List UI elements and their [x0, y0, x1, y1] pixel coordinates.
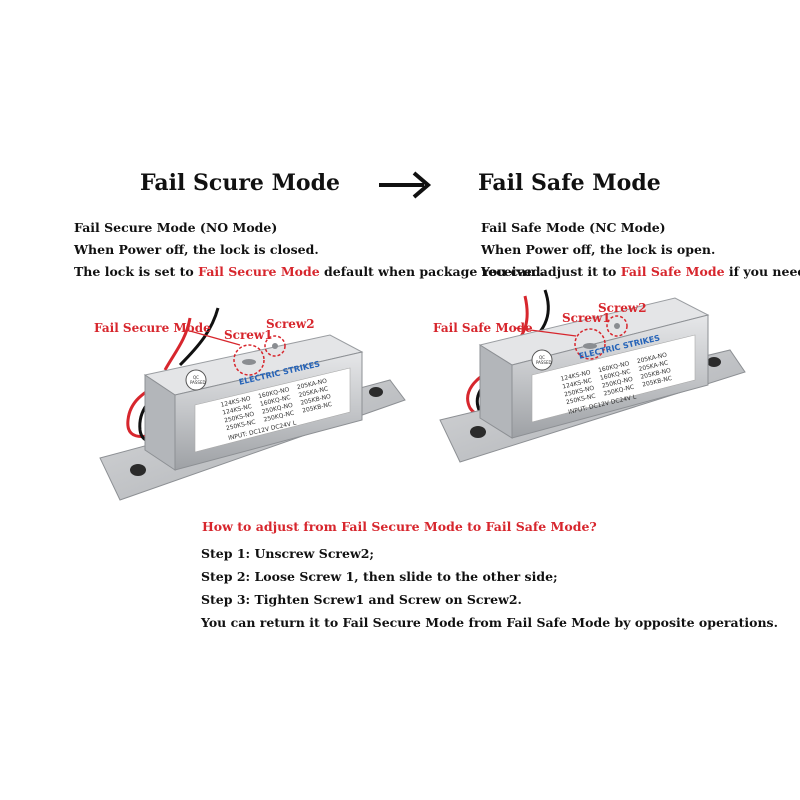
step-1: Step 1: Unscrew Screw2; — [201, 546, 375, 561]
left-qc-text: QC PASSED — [190, 375, 206, 385]
right-screw1-highlight — [574, 328, 606, 360]
right-qc-badge — [531, 349, 553, 371]
right-lock-device — [439, 289, 746, 463]
left-line-1: Fail Secure Mode (NO Mode) — [74, 220, 278, 235]
right-line-3: You can adjust it to Fail Safe Mode if y… — [481, 264, 800, 279]
step-3: Step 3: Tighten Screw1 and Screw on Scre… — [201, 592, 522, 607]
left-line-2: When Power off, the lock is closed. — [74, 242, 319, 257]
right-screw1 — [583, 343, 597, 349]
left-screw2-highlight — [264, 335, 286, 357]
right-arrow-icon — [376, 168, 436, 202]
right-title: Fail Safe Mode — [478, 170, 661, 196]
right-screw2-label: Screw2 — [598, 301, 647, 315]
left-screw1 — [242, 359, 256, 365]
left-screw1-highlight — [233, 344, 265, 376]
right-line-1: Fail Safe Mode (NC Mode) — [481, 220, 666, 235]
left-qc-badge — [185, 369, 207, 391]
steps-list: Step 1: Unscrew Screw2; Step 2: Loose Sc… — [201, 542, 778, 634]
adjust-question: How to adjust from Fail Secure Mode to F… — [202, 519, 597, 534]
left-screw1-label: Screw1 — [224, 328, 273, 342]
left-line-3: The lock is set to Fail Secure Mode defa… — [74, 264, 545, 279]
right-mode-label: Fail Safe Mode — [433, 321, 533, 335]
step-2: Step 2: Loose Screw 1, then slide to the… — [201, 569, 558, 584]
right-line-2: When Power off, the lock is open. — [481, 242, 716, 257]
right-screw2-highlight — [606, 315, 628, 337]
right-qc-text: QC PASSED — [536, 355, 552, 365]
right-screw2 — [614, 323, 620, 329]
right-description: Fail Safe Mode (NC Mode) When Power off,… — [481, 217, 800, 283]
left-screw2 — [272, 343, 278, 349]
right-mode-pointer — [514, 327, 577, 337]
left-mode-label: Fail Secure Mode — [94, 321, 211, 335]
left-screw2-label: Screw2 — [266, 317, 315, 331]
right-screw1-label: Screw1 — [562, 311, 611, 325]
left-mode-pointer — [189, 330, 241, 346]
left-description: Fail Secure Mode (NO Mode) When Power of… — [74, 217, 545, 283]
return-note: You can return it to Fail Secure Mode fr… — [201, 615, 778, 630]
left-title: Fail Scure Mode — [140, 170, 340, 196]
